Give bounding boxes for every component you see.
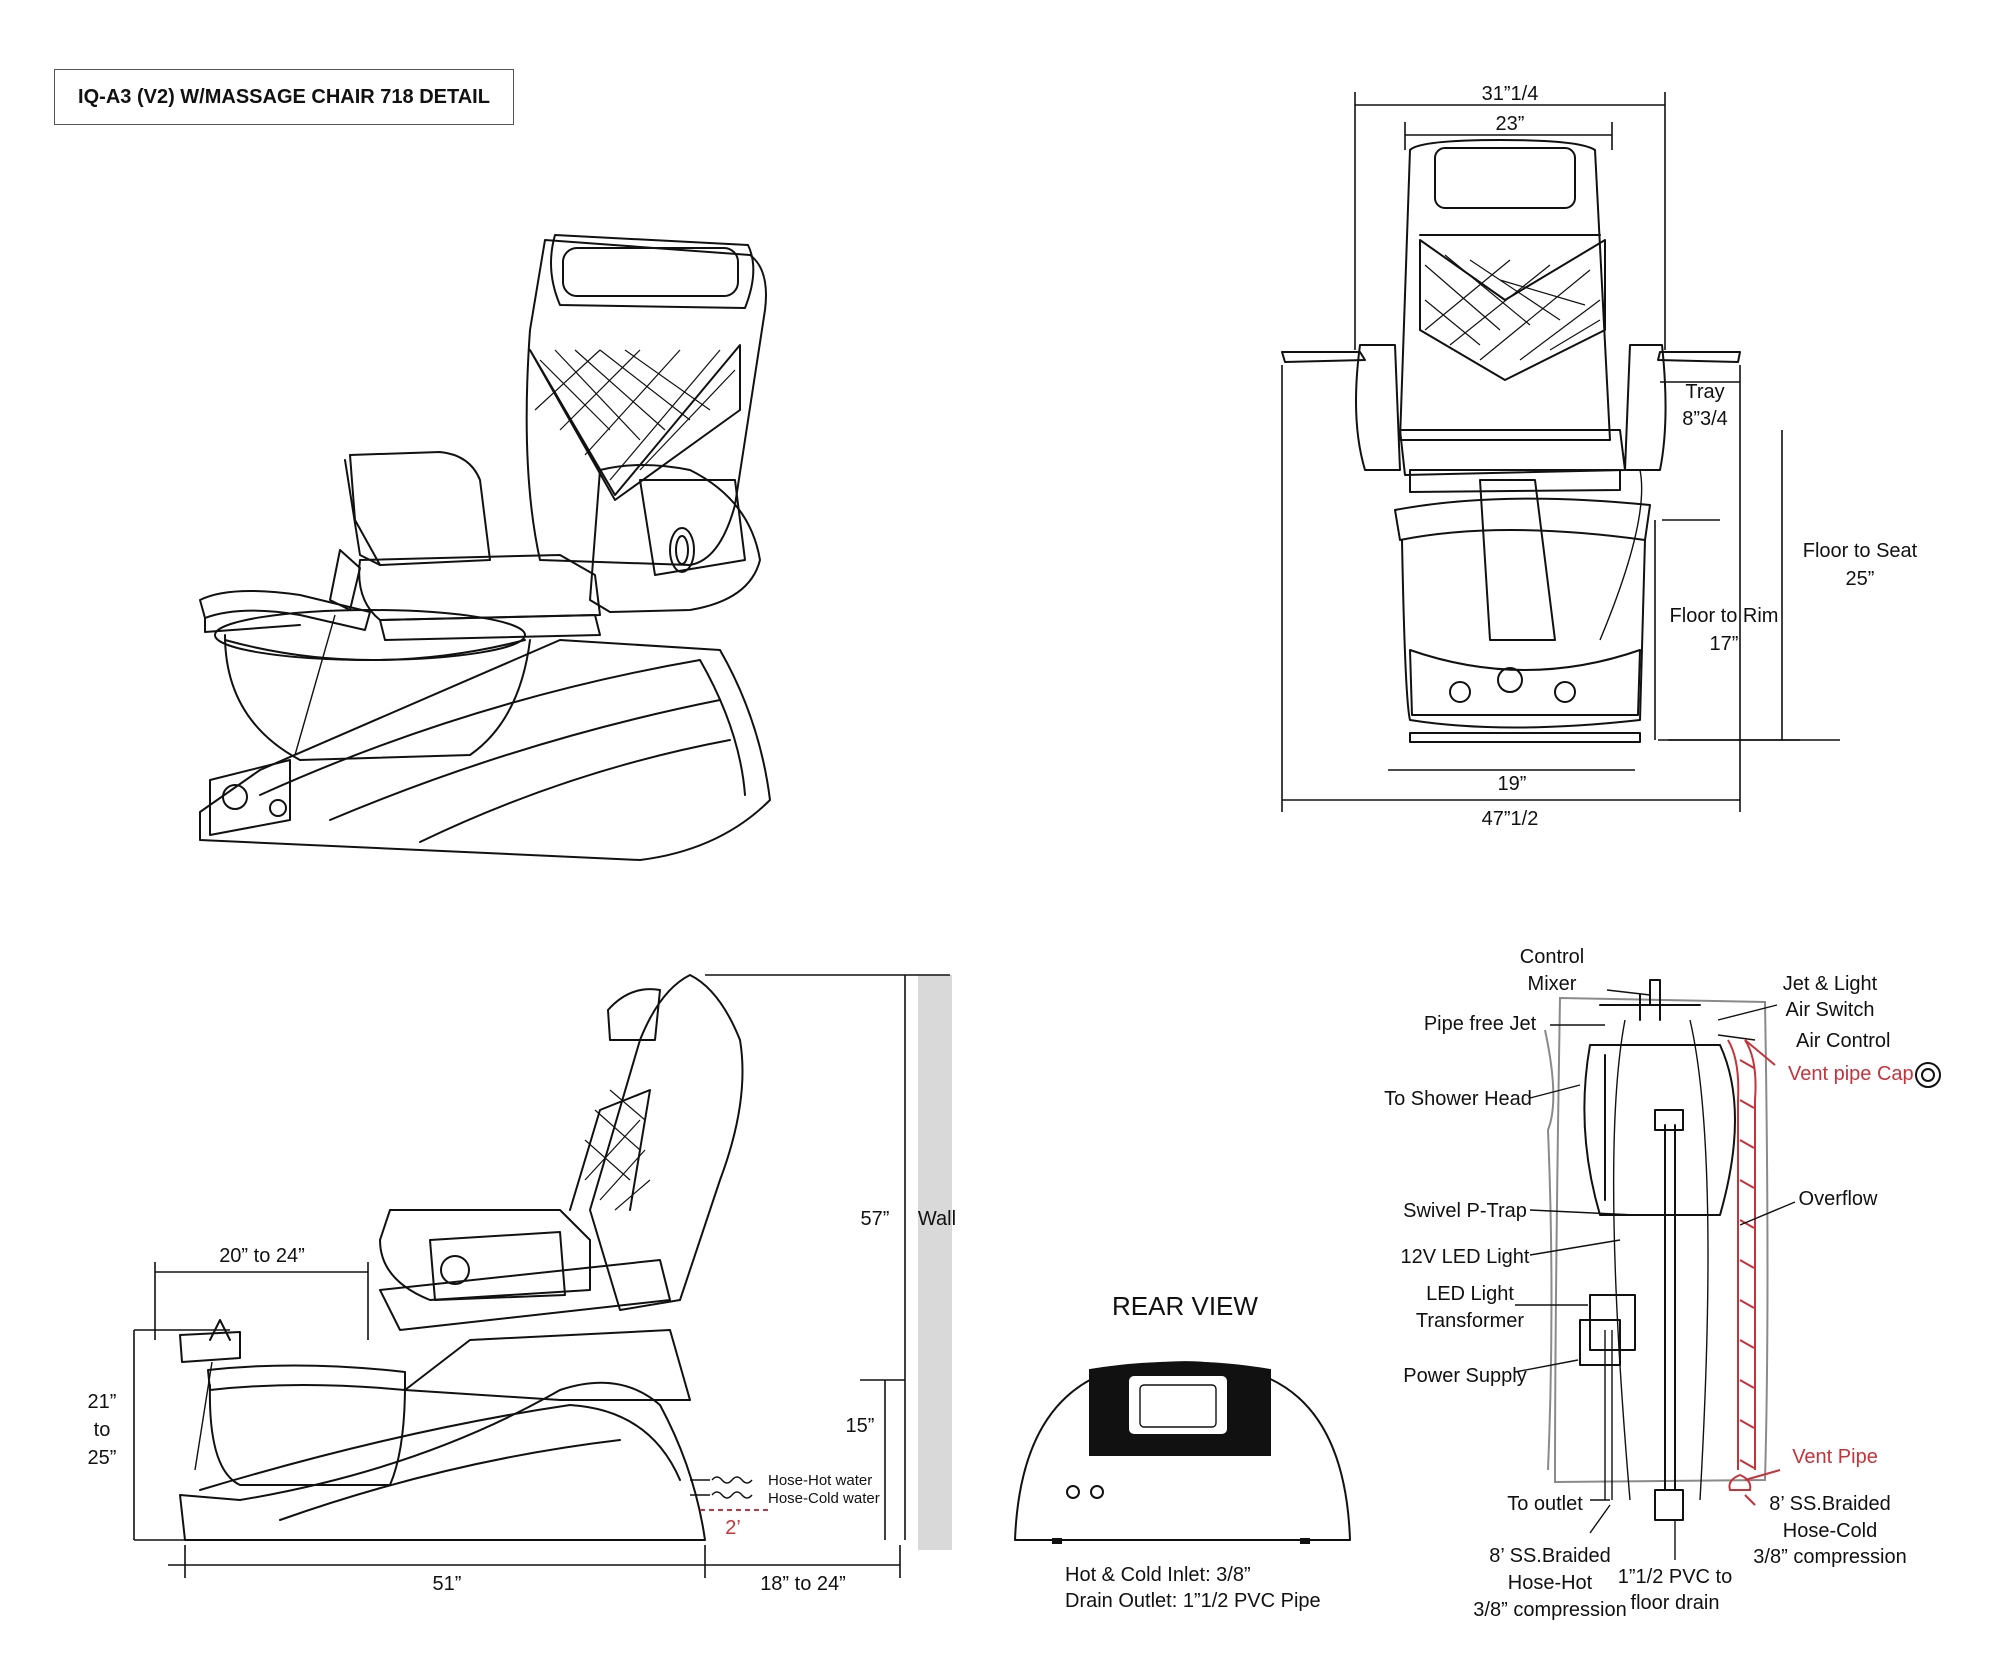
control-mixer-label-1: Control [1520,946,1584,968]
front-view-drawing [1281,139,1741,743]
dim-hose-clearance: 2’ [725,1517,741,1539]
dim-footrest-height-1: 21” [88,1391,117,1413]
hose-cold-label-1: 8’ SS.Braided [1769,1493,1891,1515]
front-view-dimensions [1281,92,1840,812]
dim-overall-width: 47”1/2 [1482,808,1539,830]
isometric-chair-drawing [199,234,771,861]
dim-floor-to-rim: 17” [1710,633,1739,655]
dim-wall-clearance: 18” to 24” [760,1573,846,1595]
hose-hot-label-2: Hose-Hot [1508,1572,1593,1594]
to-shower-head-label: To Shower Head [1384,1088,1532,1110]
tray-label: Tray [1685,381,1724,403]
to-outlet-label: To outlet [1507,1493,1583,1515]
dim-length: 51” [433,1573,462,1595]
dim-footrest-height-3: 25” [88,1447,117,1469]
plumbing-drawing [1514,979,1941,1560]
dim-floor-to-seat: 25” [1846,568,1875,590]
drain-note: Drain Outlet: 1”1/2 PVC Pipe [1065,1590,1321,1612]
dim-tray-size: 8”3/4 [1682,408,1728,430]
dim-back-width: 23” [1496,113,1525,135]
front-quilted-pattern [1424,254,1601,361]
swivel-p-trap-label: Swivel P-Trap [1403,1200,1527,1222]
led-transformer-label-1: LED Light [1426,1283,1514,1305]
dim-overall-arm-width: 31”1/4 [1482,83,1539,105]
dim-footrest-range: 20” to 24” [219,1245,305,1267]
dim-height: 57” [861,1208,890,1230]
side-view-dimensions [133,974,950,1578]
sheet-title: IQ-A3 (V2) W/MASSAGE CHAIR 718 DETAIL [78,85,490,108]
power-supply-label: Power Supply [1403,1365,1526,1387]
vent-pipe-label: Vent Pipe [1792,1446,1878,1468]
wall-label: Wall [918,1208,956,1230]
rear-view-heading: REAR VIEW [1112,1291,1258,1321]
dim-base-width: 19” [1498,773,1527,795]
hose-hot-label-1: 8’ SS.Braided [1489,1545,1611,1567]
dim-inlet-height: 15” [846,1415,875,1437]
jet-light-label-1: Jet & Light [1783,973,1878,995]
title-box: IQ-A3 (V2) W/MASSAGE CHAIR 718 DETAIL [54,69,514,125]
quilted-pattern [534,349,736,481]
led-light-label: 12V LED Light [1401,1246,1530,1268]
control-mixer-label-2: Mixer [1528,973,1577,995]
jet-light-label-2: Air Switch [1786,999,1875,1021]
vent-pipe-cap-label: Vent pipe Cap [1788,1063,1914,1085]
hose-cold-label-3: 3/8” compression [1753,1546,1906,1568]
pipe-free-jet-label: Pipe free Jet [1424,1013,1537,1035]
air-control-label: Air Control [1796,1030,1890,1052]
hose-hot-label: Hose-Hot water [768,1472,872,1489]
side-view-drawing [179,974,952,1550]
drain-label-1: 1”1/2 PVC to [1618,1566,1733,1588]
floor-to-seat-label: Floor to Seat [1803,540,1918,562]
hose-cold-label-2: Hose-Cold [1783,1520,1877,1542]
drain-label-2: floor drain [1631,1592,1720,1614]
hose-cold-label: Hose-Cold water [768,1490,880,1507]
floor-to-rim-label: Floor to Rim [1670,605,1779,627]
hose-hot-label-3: 3/8” compression [1473,1599,1626,1621]
rear-view-drawing [1014,1361,1351,1544]
led-transformer-label-2: Transformer [1416,1310,1525,1332]
wall [918,975,952,1550]
dim-footrest-height-2: to [94,1419,111,1441]
side-quilted-pattern [584,1089,651,1211]
inlet-note: Hot & Cold Inlet: 3/8” [1065,1564,1251,1586]
overflow-label: Overflow [1799,1188,1878,1210]
